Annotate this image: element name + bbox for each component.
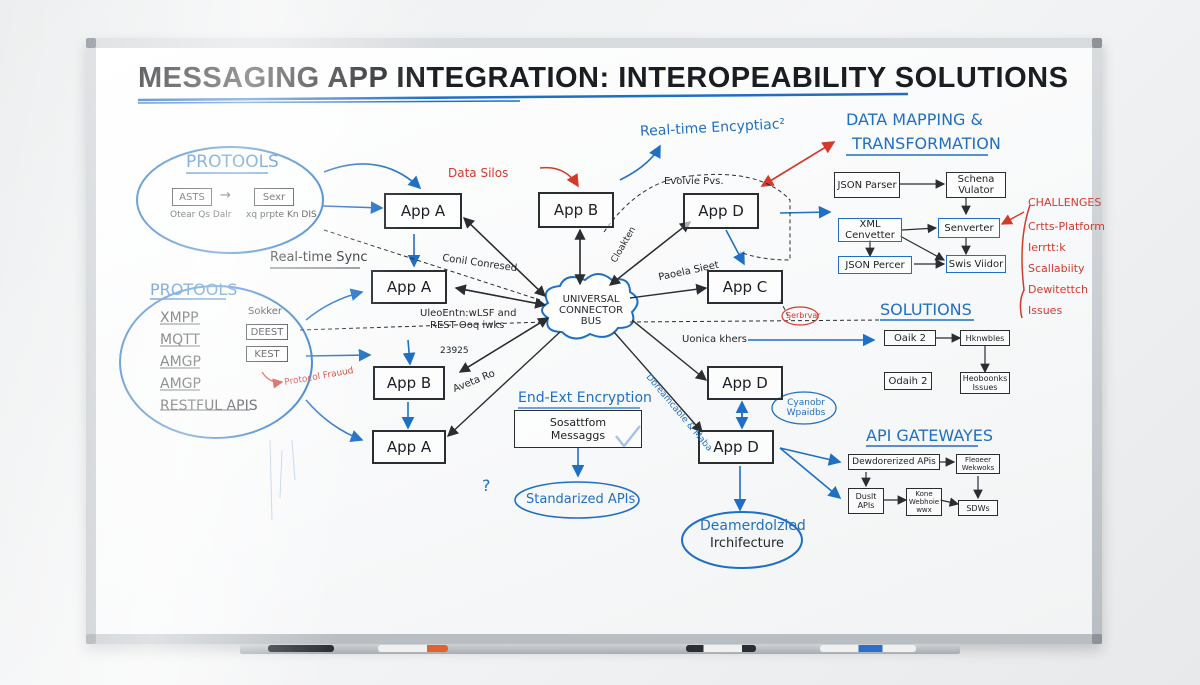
universal-connector-bus: UNIVERSAL CONNECTOR BUS	[558, 294, 624, 327]
protocol-small-box: DEEST	[246, 324, 288, 340]
gateway-box: Dewdorerized APis	[848, 454, 940, 470]
solution-box: Oaik 2	[884, 330, 936, 346]
board-title: MESSAGING APP INTEGRATION: INTEROPEABILI…	[138, 62, 1069, 94]
data-mapping-heading: TRANSFORMATION	[852, 134, 1001, 153]
gateway-box: Duslt APIs	[848, 488, 884, 514]
data-mapping-heading: DATA MAPPING &	[846, 110, 983, 129]
question-mark: ?	[482, 476, 491, 495]
solution-box: Odaih 2	[884, 372, 932, 390]
protocol-item: MQTT	[160, 332, 200, 348]
cross-platform-box: Sosattfom Messaggs	[514, 410, 642, 448]
api-gateways-heading: API GATEWAYES	[866, 426, 994, 445]
app-node[interactable]: App B	[538, 192, 614, 228]
converter-box: Senverter	[938, 218, 1000, 238]
protocol-item: AMGP	[160, 376, 201, 392]
protocol-item: XMPP	[160, 310, 199, 326]
challenge-item: Crtts-Platform	[1028, 220, 1105, 233]
challenges-list: Crtts-Platform Ierrtt:k Scallabiity Dewi…	[1028, 216, 1105, 321]
schema-validator-box: Schena Vulator	[946, 172, 1006, 198]
xml-converter-box: XML Cenvetter	[838, 218, 902, 242]
challenge-item: Issues	[1028, 304, 1063, 317]
connector-note: Serbrvar	[786, 311, 821, 320]
json-parser-box: JSON Percer	[838, 256, 912, 274]
solution-box: Hknwbles	[960, 330, 1010, 346]
protocol-item: RESTFUL APIS	[160, 398, 258, 414]
app-node[interactable]: App A	[372, 430, 446, 464]
schema-validator-box: Swis Viidor	[946, 255, 1006, 273]
protocol-note: xq prpte Kn DIS	[246, 210, 317, 220]
protocols-heading: PROTOOLS	[150, 280, 238, 299]
protocol-box: ASTS	[172, 188, 212, 206]
gateway-box: SDWs	[958, 500, 998, 516]
app-node[interactable]: App D	[707, 366, 783, 400]
architecture-label: Irchifecture	[710, 536, 785, 551]
protocol-item: AMGP	[160, 354, 201, 370]
data-silos-label: Data Silos	[448, 166, 509, 180]
end-to-end-heading: End-Ext Encryption	[518, 390, 652, 406]
arrow-icon: →	[220, 188, 231, 203]
solutions-heading: SOLUTIONS	[880, 300, 972, 319]
protocol-note: Otear Qs Dalr	[170, 210, 232, 220]
challenge-item: Dewitettch	[1028, 283, 1089, 296]
solution-box: Heoboonks Issues	[960, 372, 1010, 394]
app-node[interactable]: App A	[371, 270, 447, 304]
connector-note: Cyanobr Wpaidbs	[786, 398, 826, 418]
app-node[interactable]: App A	[384, 193, 462, 229]
decentralized-label: Deamerdolzied	[700, 518, 806, 534]
app-node[interactable]: App C	[707, 270, 783, 304]
connector-note: REST Ooq iwks	[430, 320, 505, 331]
protocols-list: XMPP MQTT AMGP AMGP RESTFUL APIS	[160, 307, 258, 417]
protocol-small-box: KEST	[246, 346, 288, 362]
protocol-box: Sexr	[254, 188, 294, 206]
real-time-sync-label: Real-time Sync	[270, 250, 368, 265]
gateway-box: Kone Webhoie wwx	[906, 488, 942, 516]
challenge-item: Ierrtt:k	[1028, 241, 1066, 254]
standardized-apis-label: Standarized APIs	[526, 492, 636, 507]
title-underline	[137, 100, 521, 104]
protocol-small-label: Sokker	[248, 306, 282, 317]
connector-note: Uonica khers	[682, 334, 747, 345]
json-parser-box: JSON Parser	[834, 172, 900, 198]
protocols-heading: PROTOOLS	[186, 152, 279, 172]
challenge-item: Scallabiity	[1028, 262, 1085, 275]
gateway-box: Fleoeer Wekwoks	[956, 454, 1000, 474]
connector-note: UleoEntn:wLSF and	[420, 308, 517, 319]
connector-note: 23925	[440, 346, 469, 356]
app-node[interactable]: App B	[373, 366, 445, 400]
challenges-heading: CHALLENGES	[1028, 196, 1102, 209]
app-node[interactable]: App D	[683, 193, 759, 229]
connector-note: Evolvie Pvs.	[664, 176, 724, 187]
